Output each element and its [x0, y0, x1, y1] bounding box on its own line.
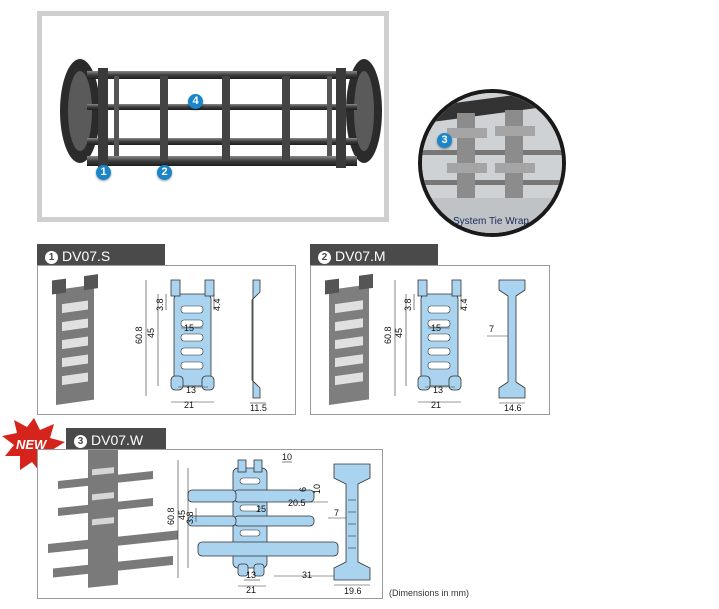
dim-height-small: 3.8	[403, 298, 413, 311]
dim-slot: 15	[184, 323, 194, 333]
dim-height-inner: 45	[394, 328, 404, 338]
dim-top: 10	[282, 452, 292, 462]
dimensions-footnote: (Dimensions in mm)	[389, 588, 470, 598]
tie-wrap-label: System Tie Wrap	[453, 216, 529, 227]
dv07w-drawing: 60.8 45 3.8 10 6 10 20.5 15 13 21 31 7 1…	[48, 446, 371, 596]
dim-mid: 20.5	[288, 498, 306, 508]
dim-side: 11.5	[250, 403, 267, 413]
product-name: DV07.W	[91, 432, 144, 448]
dv07s-drawing: 60.8 45 3.8 4.4 15 13 21 11.5	[52, 274, 267, 413]
product-number: 1	[45, 251, 58, 264]
product-tab-dv07m: 2 DV07.M	[310, 244, 438, 268]
dim-height-small: 3.8	[185, 511, 195, 524]
product-tab-dv07w: 3 DV07.W	[66, 428, 166, 452]
dim-base: 13	[186, 385, 196, 395]
dim-slot: 15	[431, 323, 441, 333]
tie-wrap-detail: 3 System Tie Wrap	[417, 88, 567, 238]
dim-slot: 15	[256, 504, 266, 514]
dim-width: 21	[184, 400, 194, 410]
dim-height-total: 60.8	[166, 507, 176, 525]
product-name: DV07.S	[62, 248, 111, 264]
dim-web: 7	[489, 324, 494, 334]
dim-side: 19.6	[344, 586, 362, 596]
dim-height-small: 3.8	[155, 298, 165, 311]
callout-1-badge: 1	[96, 165, 111, 180]
dim-height-total: 60.8	[134, 326, 144, 344]
dim-arm: 31	[302, 570, 312, 580]
callout-2-badge: 2	[157, 165, 172, 180]
dim-gap: 4.4	[212, 298, 222, 311]
dim-width: 21	[246, 585, 256, 595]
product-panel-dv07w: 60.8 45 3.8 10 6 10 20.5 15 13 21 31 7 1…	[37, 446, 383, 599]
dim-height-total: 60.8	[383, 326, 393, 344]
dim-base: 13	[433, 385, 443, 395]
product-number: 3	[74, 435, 87, 448]
dim-top-side: 6	[298, 487, 308, 492]
callout-3-badge: 3	[437, 133, 452, 148]
product-tab-dv07s: 1 DV07.S	[37, 244, 165, 268]
product-name: DV07.M	[335, 248, 386, 264]
dim-base: 13	[246, 570, 256, 580]
callout-4-badge: 4	[188, 94, 203, 109]
dim-side: 14.6	[504, 403, 522, 413]
dim-width: 21	[431, 400, 441, 410]
tie-wrap-detail-illustration	[418, 89, 566, 237]
dim-height-inner: 45	[177, 510, 187, 520]
dim-web: 7	[334, 508, 339, 518]
product-panel-dv07m: 60.8 45 3.8 4.4 15 13 21 7 14.6	[310, 265, 550, 415]
dim-height-inner: 45	[146, 328, 156, 338]
new-label: NEW	[16, 437, 47, 452]
dv07m-drawing: 60.8 45 3.8 4.4 15 13 21 7 14.6	[325, 273, 526, 413]
dim-top-side-2: 10	[312, 484, 322, 494]
product-number: 2	[318, 251, 331, 264]
dim-gap: 4.4	[459, 298, 469, 311]
product-panel-dv07s: 60.8 45 3.8 4.4 15 13 21 11.5	[37, 265, 296, 415]
cable-carrier-illustration	[60, 59, 382, 168]
hero-image-frame: 1 2 4	[37, 11, 389, 222]
